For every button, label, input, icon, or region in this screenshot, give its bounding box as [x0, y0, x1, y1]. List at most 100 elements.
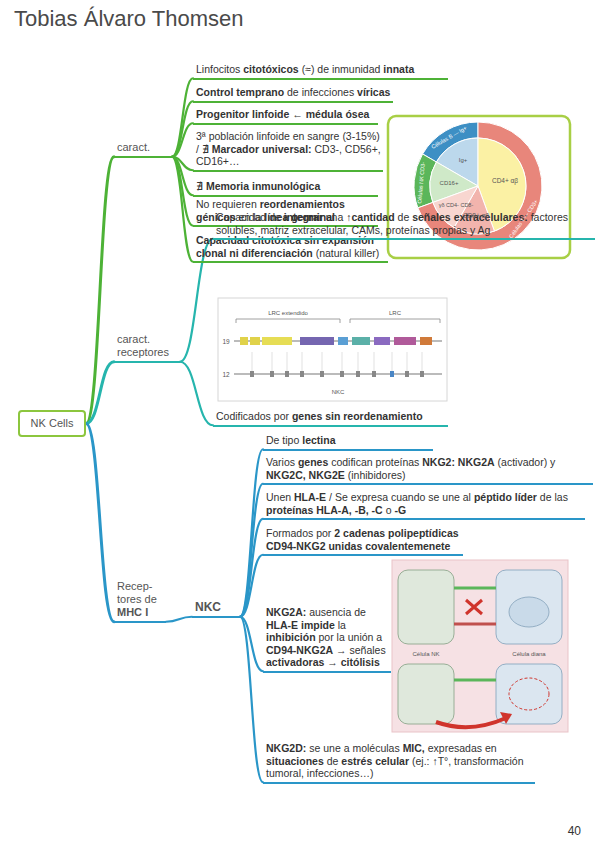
node-text: Capacidad citotóxica sin expansión clona…: [196, 234, 386, 259]
figure-label: 12: [222, 371, 230, 378]
text-run: une: [323, 742, 341, 754]
text-run: unión: [348, 631, 374, 643]
text-run: ni: [229, 247, 238, 259]
text-run: matriz: [260, 224, 289, 236]
text-run: CAMs,: [351, 224, 383, 236]
text-run: se: [309, 742, 320, 754]
text-run: sangre: [307, 130, 339, 142]
pie-sector: [418, 122, 542, 250]
gene-block: [240, 337, 248, 345]
text-run: HLA-E: [294, 491, 326, 503]
text-run: y: [470, 224, 475, 236]
text-run: citotóxicos: [243, 63, 298, 75]
text-run: temprano: [236, 86, 284, 98]
figure-label: Células B — Ig+: [430, 125, 468, 150]
nucleus: [509, 597, 549, 627]
text-run: Memoria: [206, 180, 249, 192]
text-run: de: [287, 86, 299, 98]
branch-node: caract.: [114, 141, 172, 158]
text-run: /: [329, 491, 332, 503]
text-run: celular: [375, 755, 409, 767]
branch-connector: [166, 617, 192, 622]
text-run: y: [550, 456, 555, 468]
text-run: al: [463, 491, 471, 503]
text-run: Linfocitos: [196, 63, 240, 75]
text-run: linfoide: [257, 130, 290, 142]
text-run: a: [344, 742, 350, 754]
page-title: Tobias Álvaro Thomsen: [14, 6, 244, 32]
text-run: (≈): [302, 63, 315, 75]
text-run: Ag: [478, 224, 491, 236]
receptor: [454, 679, 496, 682]
text-run: ausencia: [309, 606, 351, 618]
target-cell: [496, 664, 562, 724]
branch-connector: [172, 78, 193, 157]
text-run: Control: [196, 86, 233, 98]
branch-connector: [86, 424, 114, 622]
text-run: →: [327, 656, 338, 668]
figure-label: Células NK CD3-: [416, 162, 426, 204]
text-run: diferenciación: [242, 247, 313, 259]
text-run: NKC: [195, 600, 221, 614]
text-run: covalentemenete: [365, 540, 450, 552]
node-text: Progenitor linfoide ← médula ósea: [196, 108, 376, 121]
gene-block: [352, 337, 370, 345]
text-run: clonal: [196, 247, 226, 259]
gene-bracket: [236, 319, 440, 323]
text-run: CD16+…: [196, 155, 239, 167]
nk-cell: [398, 570, 454, 644]
branch-node: Recep- tores de MHC I: [114, 580, 166, 623]
text-run: CD94-NKG2A: [266, 644, 333, 656]
text-run: o: [386, 504, 392, 516]
gene-block: [262, 337, 292, 345]
text-run: (ej.:: [412, 755, 430, 767]
node-text: Linfocitos citotóxicos (≈) de inmunidad …: [196, 63, 446, 76]
figure-label: γδ CD4- CD8-: [439, 202, 474, 208]
leaf-node: Capacidad de integrar una ↑cantidad de s…: [213, 211, 595, 240]
gene-block: [390, 371, 394, 377]
text-run: de: [354, 606, 366, 618]
text-run: Progenitor: [196, 108, 249, 120]
target-cell: [496, 570, 562, 644]
text-run: factores: [531, 211, 568, 223]
text-run: polipeptídicas: [388, 527, 459, 539]
text-run: de: [540, 491, 552, 503]
text-run: citotóxica: [252, 234, 301, 246]
text-run: ∄: [202, 143, 209, 155]
text-run: moléculas: [352, 742, 399, 754]
figure-label: NKC: [332, 389, 345, 395]
text-run: MIC,: [403, 742, 425, 754]
gene-block: [250, 337, 260, 345]
leaf-node: Formados por 2 cadenas polipeptídicas CD…: [263, 527, 463, 556]
activation-arrow: [436, 718, 506, 727]
gene-block: [420, 337, 432, 345]
gene-block: [285, 371, 289, 377]
text-run: Varios: [266, 456, 295, 468]
node-text: caract.: [117, 141, 170, 154]
text-run: de: [327, 755, 339, 767]
leaf-node: Unen HLA-E / Se expresa cuando se une al…: [263, 491, 585, 520]
text-run: una: [326, 211, 344, 223]
text-run: se: [428, 491, 439, 503]
leaf-node: ∄ Memoria inmunológica: [193, 180, 378, 197]
gene-block: [300, 337, 334, 345]
branch-node: caract. receptores: [114, 333, 180, 363]
text-run: líder: [515, 491, 537, 503]
text-run: NKG2A:: [266, 606, 306, 618]
root-node: NK Cells: [18, 410, 86, 437]
text-run: codifican: [331, 456, 372, 468]
text-run: 2: [334, 527, 340, 539]
text-run: médula: [306, 108, 343, 120]
text-run: señales: [412, 211, 451, 223]
branch-node: NKC: [192, 600, 240, 618]
text-run: (3-15%): [342, 130, 379, 142]
node-text: NKC: [195, 600, 238, 614]
text-run: Recep-: [117, 580, 152, 592]
text-run: CD94-NKG2: [266, 540, 326, 552]
text-run: une: [442, 491, 460, 503]
text-run: caract.: [117, 333, 150, 345]
text-run: lectina: [302, 434, 335, 446]
text-run: de: [398, 211, 410, 223]
